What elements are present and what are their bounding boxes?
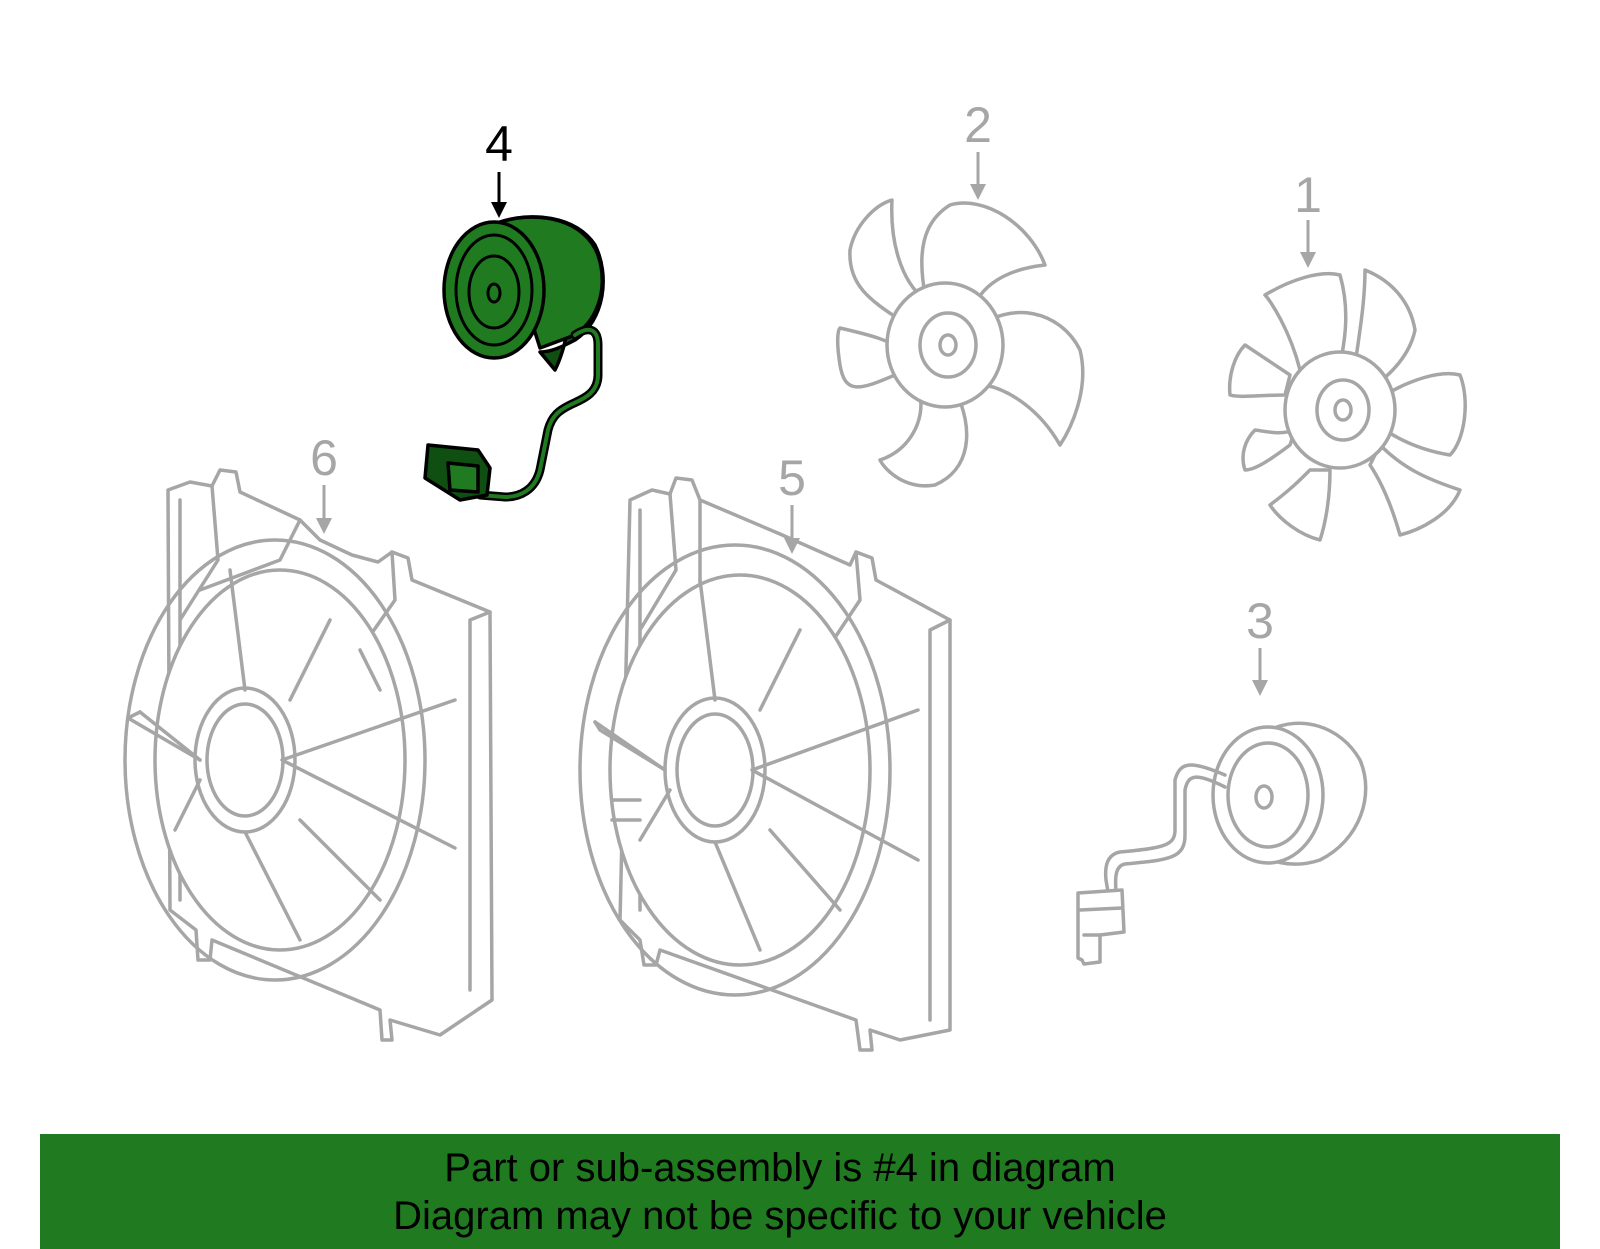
callout-6-arrowhead [316, 518, 332, 534]
callout-1-arrowhead [1300, 252, 1316, 268]
banner-line-1: Part or sub-assembly is #4 in diagram [444, 1146, 1116, 1190]
part-2-fan-blade[interactable] [835, 198, 1085, 488]
callout-4: 4 [485, 116, 513, 218]
callout-3-arrowhead [1252, 680, 1268, 696]
part-5-fan-shroud[interactable] [578, 476, 952, 1052]
banner-line-2: Diagram may not be specific to your vehi… [393, 1194, 1167, 1238]
callout-6: 6 [310, 430, 338, 534]
info-banner: Part or sub-assembly is #4 in diagram Di… [40, 1134, 1560, 1249]
callout-1: 1 [1294, 167, 1322, 268]
part-6-fan-shroud[interactable] [123, 468, 494, 1042]
callout-3: 3 [1246, 593, 1274, 696]
part-1-fan-blade[interactable] [1227, 268, 1467, 542]
callout-2-label: 2 [964, 97, 992, 153]
callout-5: 5 [778, 450, 806, 554]
callout-5-arrowhead [784, 538, 800, 554]
callout-5-label: 5 [778, 450, 806, 506]
callout-2: 2 [964, 97, 992, 200]
callout-3-label: 3 [1246, 593, 1274, 649]
part-4-fan-motor-highlighted[interactable] [423, 215, 605, 502]
callout-2-arrowhead [970, 184, 986, 200]
banner-text: Part or sub-assembly is #4 in diagram Di… [40, 1144, 1520, 1240]
callout-4-label: 4 [485, 116, 513, 172]
part-3-fan-motor[interactable] [1076, 721, 1368, 966]
callout-4-arrowhead [491, 202, 507, 218]
callout-6-label: 6 [310, 430, 338, 486]
callout-1-label: 1 [1294, 167, 1322, 223]
